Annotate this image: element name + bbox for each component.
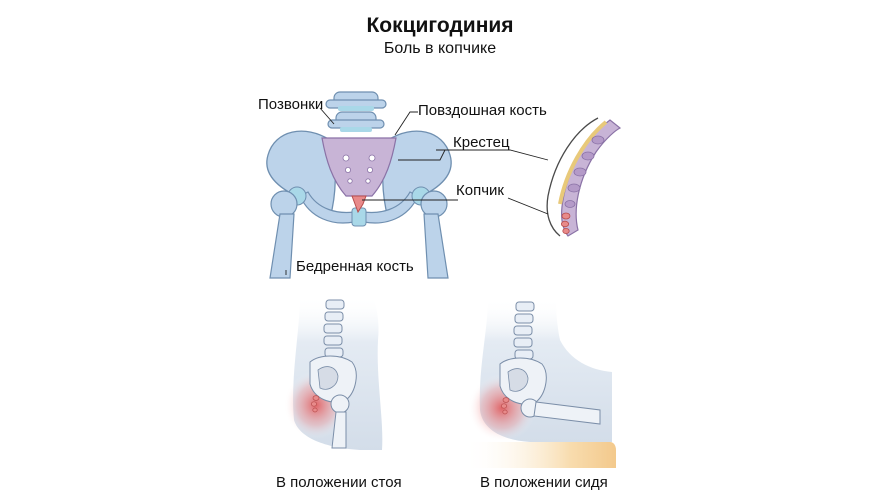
vertebrae-shape xyxy=(325,91,387,129)
sacrum-shape xyxy=(321,137,397,197)
sitting-figure xyxy=(464,298,616,468)
diagram-title: Кокцигодиния xyxy=(366,14,514,37)
caption-sitting: В положении сидя xyxy=(480,474,608,491)
diagram-subtitle: Боль в копчике xyxy=(383,40,497,57)
label-sacrum: Крестец xyxy=(453,134,510,151)
label-ilium: Повздошная кость xyxy=(418,102,547,119)
spine-side-section xyxy=(507,117,622,237)
label-coccyx: Копчик xyxy=(456,182,504,199)
chair-shape xyxy=(464,442,616,468)
femur-shape xyxy=(269,190,449,279)
pelvis-illustration xyxy=(266,91,549,279)
caption-standing: В положении стоя xyxy=(276,474,402,491)
label-vertebrae: Позвонки xyxy=(258,96,324,113)
label-femur: Бедренная кость xyxy=(296,258,414,275)
standing-figure xyxy=(284,296,383,450)
